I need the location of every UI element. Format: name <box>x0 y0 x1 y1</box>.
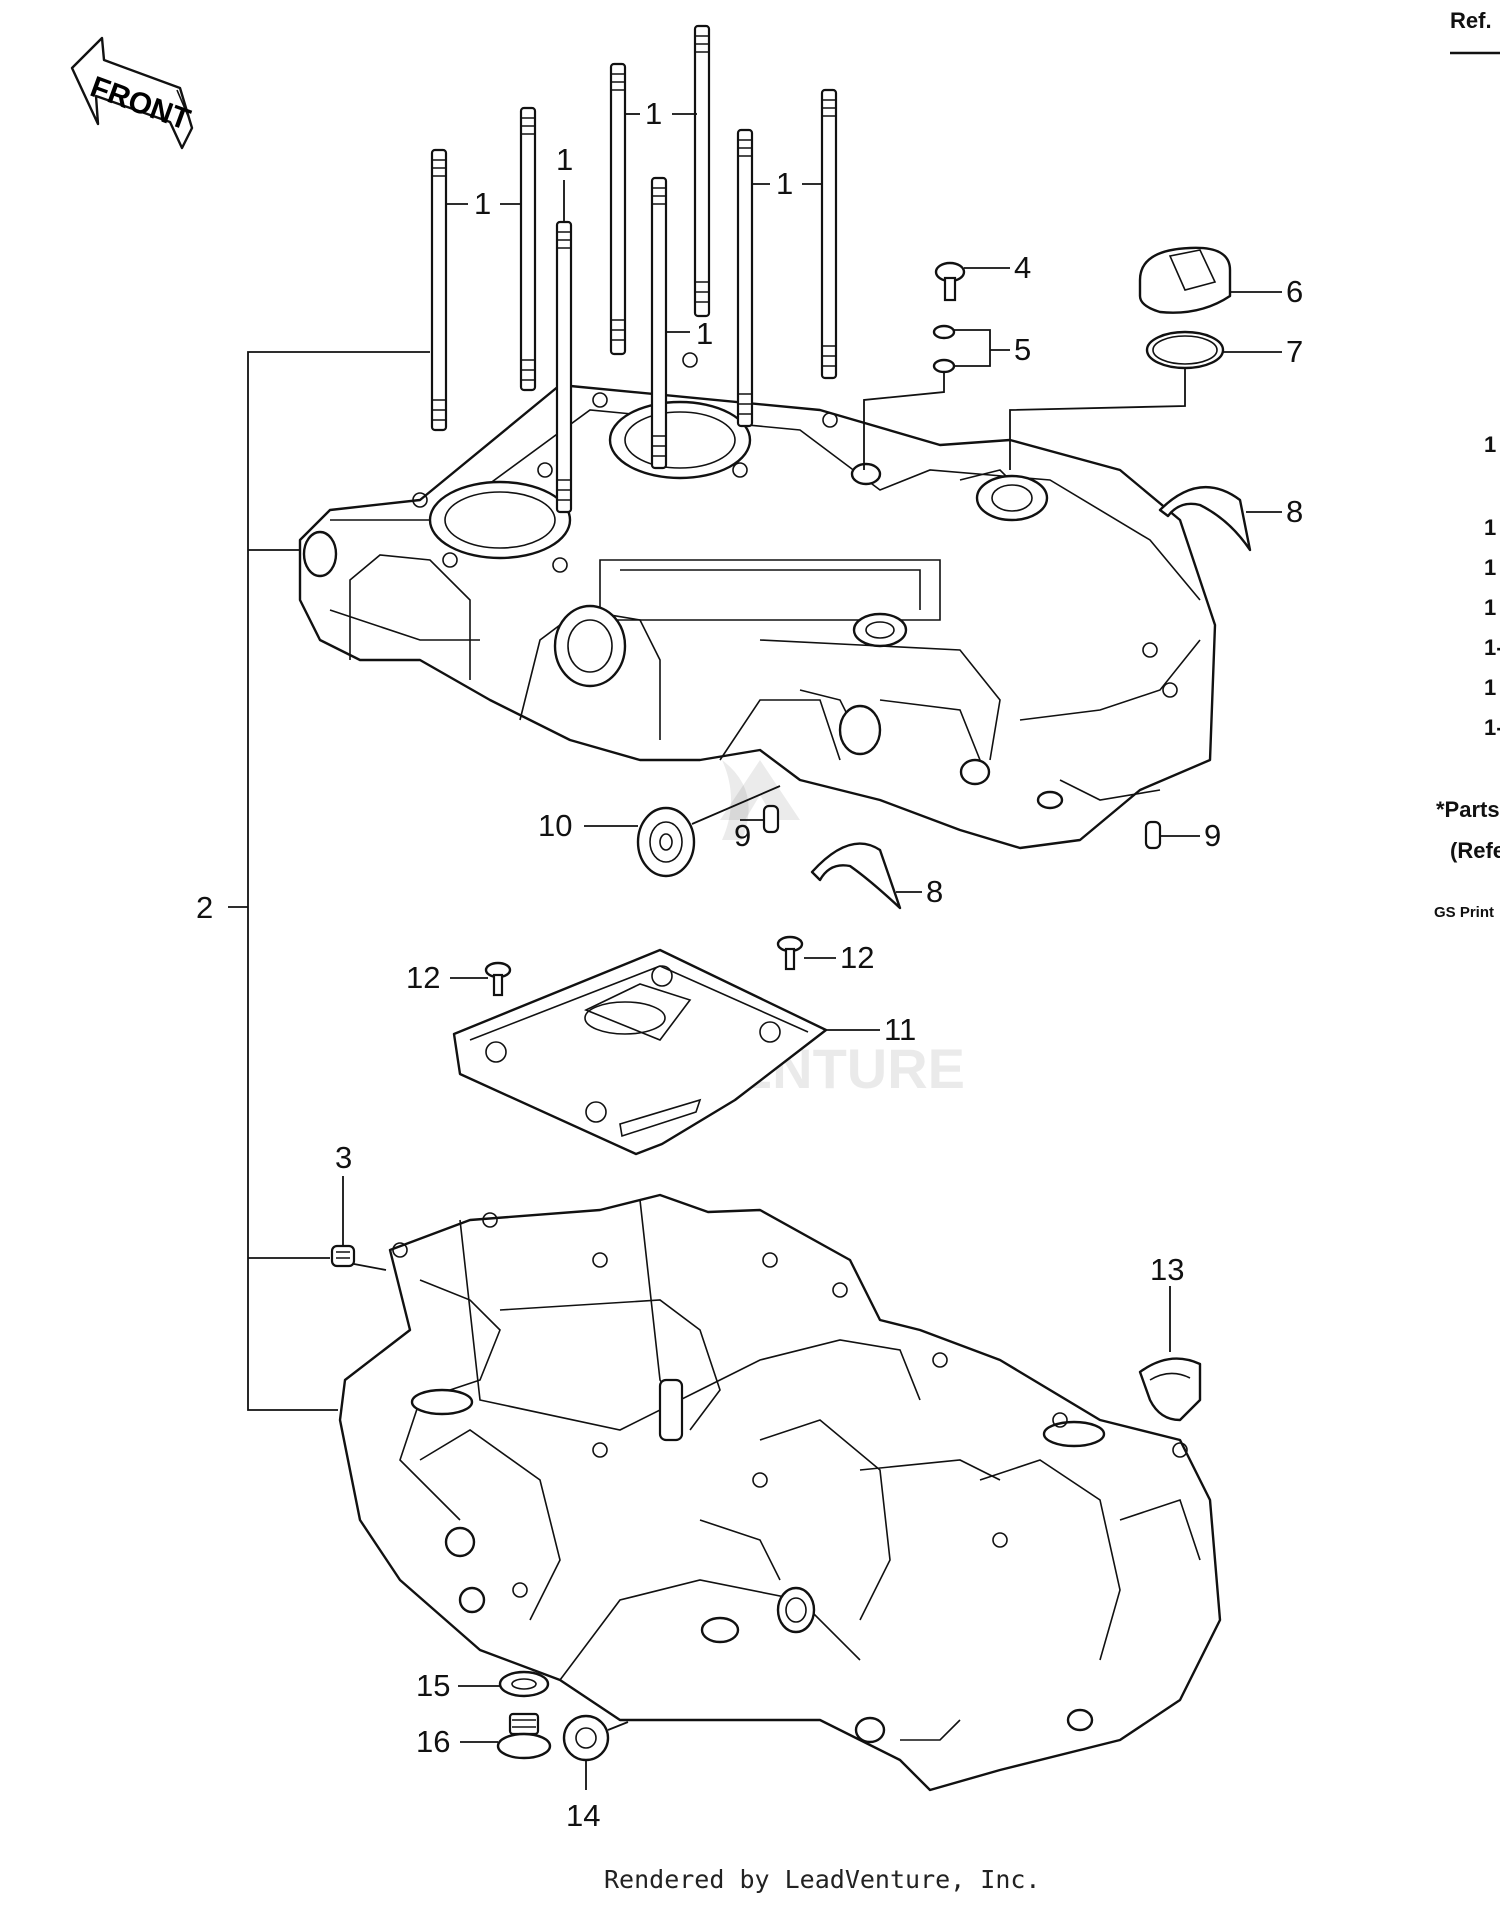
side-item: 1- <box>1484 715 1500 740</box>
callout-9: 9 <box>1204 818 1221 853</box>
callout-4: 4 <box>1014 250 1031 285</box>
callout-10: 10 <box>538 808 572 843</box>
oil-seal-14 <box>562 1714 629 1790</box>
side-item: 1- <box>1484 635 1500 660</box>
callout-15: 15 <box>416 1668 450 1703</box>
callout-5: 5 <box>1014 332 1031 367</box>
side-item: 1 <box>1484 432 1496 457</box>
side-note: (Refe <box>1450 838 1500 863</box>
side-print-label: GS Print <box>1434 904 1494 921</box>
callout-12: 12 <box>840 940 874 975</box>
upper-crankcase <box>298 352 1217 850</box>
callout-13: 13 <box>1150 1252 1184 1287</box>
callout-8: 8 <box>926 874 943 909</box>
o-ring-7 <box>1009 330 1282 470</box>
side-item: 1 <box>1484 595 1496 620</box>
screw-12-right <box>776 935 836 971</box>
callout-12: 12 <box>406 960 440 995</box>
callout-1: 1 <box>556 142 573 177</box>
plug-3 <box>330 1176 387 1271</box>
ref-header: Ref. <box>1450 8 1492 33</box>
side-item: 1 <box>1484 675 1496 700</box>
callout-9: 9 <box>734 818 751 853</box>
leader-lines-1 <box>446 113 822 333</box>
screw-12-left <box>450 961 512 997</box>
dowel-pin-9-left <box>740 804 780 834</box>
washers-5 <box>863 324 1010 470</box>
side-note: *Parts <box>1436 797 1500 822</box>
lower-crankcase <box>338 1193 1222 1792</box>
drain-plug-16 <box>460 1712 552 1760</box>
baffle-plate-11 <box>452 948 880 1156</box>
callout-3: 3 <box>335 1140 352 1175</box>
callout-2: 2 <box>196 890 213 925</box>
callout-11: 11 <box>884 1012 916 1047</box>
callout-16: 16 <box>416 1724 450 1759</box>
side-item: 1 <box>1484 515 1496 540</box>
side-reference-column: Ref. 1 1 1 1 1- 1 1- *Parts (Refe GS Pri… <box>1434 8 1500 921</box>
side-item: 1 <box>1484 555 1496 580</box>
callout-1: 1 <box>776 166 793 201</box>
bearing-13 <box>1138 1286 1202 1422</box>
bearing-shell-8-upper <box>1158 486 1282 552</box>
rendered-by-footer: Rendered by LeadVenture, Inc. <box>604 1865 1041 1894</box>
front-arrow: FRONT <box>70 36 194 150</box>
cylinder-studs <box>430 24 838 514</box>
oil-filler-cap-6 <box>1138 246 1282 314</box>
callout-1: 1 <box>645 96 662 131</box>
callout-8: 8 <box>1286 494 1303 529</box>
callout-1: 1 <box>474 186 491 221</box>
gasket-15 <box>458 1670 550 1698</box>
callout-1: 1 <box>696 316 713 351</box>
callout-7: 7 <box>1286 334 1303 369</box>
callout-labels: 1 1 1 1 1 2 3 4 5 6 7 8 8 9 9 10 11 12 1… <box>196 96 1303 1833</box>
bearing-shell-8-lower <box>810 842 922 910</box>
oil-seal-10 <box>584 785 781 878</box>
dowel-pin-9-right <box>1144 820 1200 850</box>
callout-6: 6 <box>1286 274 1303 309</box>
item-2-bracket <box>228 351 430 1411</box>
callout-14: 14 <box>566 1798 600 1833</box>
bolt-4 <box>934 261 1010 302</box>
